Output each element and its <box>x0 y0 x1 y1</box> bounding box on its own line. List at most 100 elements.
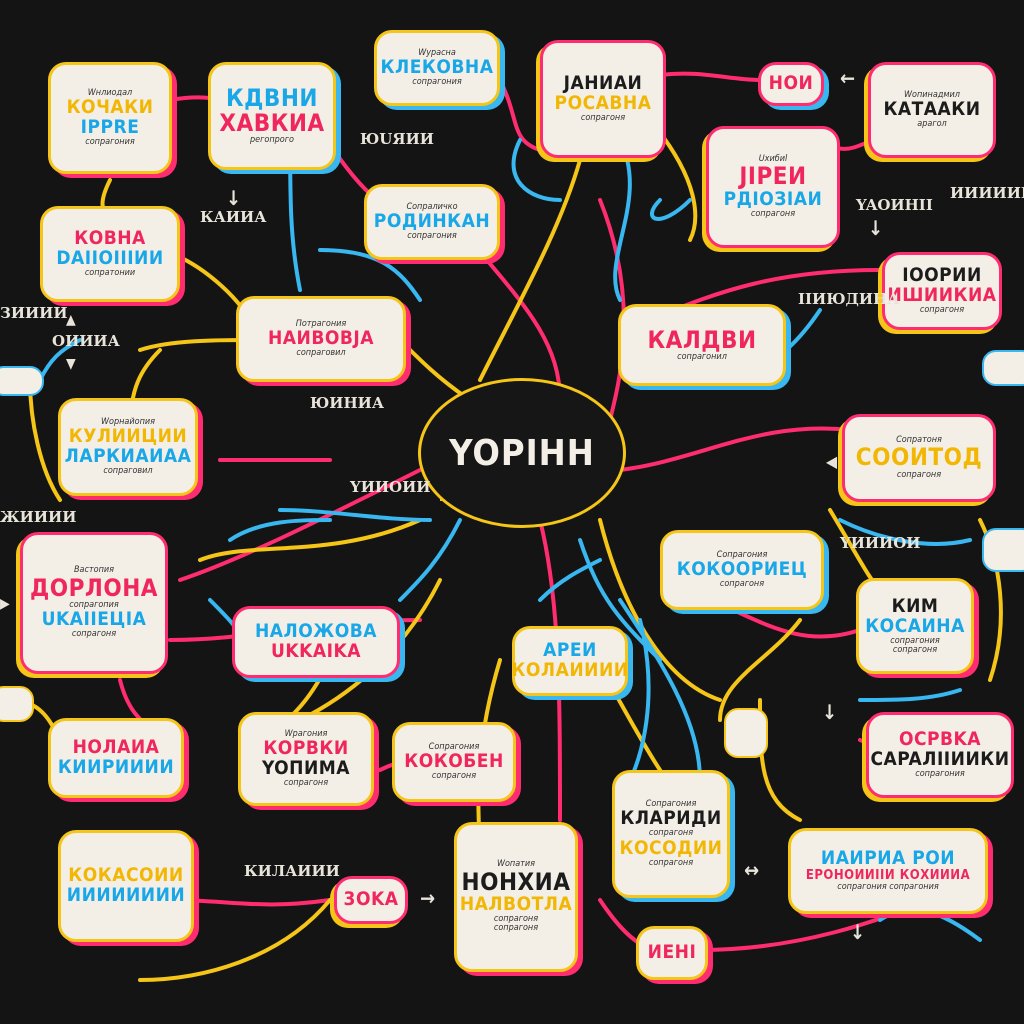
node-title-2: UKAIIEЦIA <box>41 608 147 631</box>
floating-label: ИИИИИИИ <box>950 184 1024 202</box>
node-apei[interactable]: APEИ КОЛАИИИИ <box>511 626 628 696</box>
node-title-2: ХАВКИА <box>219 109 325 138</box>
node-title: HOИ <box>768 72 814 95</box>
node-korvki[interactable]: Wрагония КОРВКИ YOПИМA сопрагоня <box>238 712 374 806</box>
floating-label: ЖИИИИ <box>0 508 77 526</box>
arrow-left-small-icon: ◀ <box>826 452 838 471</box>
node-subtitle: сопраговил <box>103 465 153 476</box>
arrow-right-small-icon: ▶ <box>0 596 10 612</box>
arrow-updown-icon: ▲ <box>66 312 76 328</box>
node-kuliitsii[interactable]: Wорнайопия КУЛИИЦИИ ЛАРКИАИАА сопраговил <box>58 398 198 496</box>
node-subtitle: сопратонии <box>84 268 136 279</box>
node-small-text: Сопраличко <box>406 201 458 212</box>
edge-pill-center <box>724 708 768 758</box>
node-title: КИМ <box>891 594 939 617</box>
node-klaridi[interactable]: Сопрагония КЛАРИДИ сопрагоня КОСОДИИ соп… <box>612 770 730 898</box>
node-small-text: Сопрагония <box>716 549 768 560</box>
node-subtitle: сопрагоня <box>431 770 477 781</box>
node-subtitle: сопрагоня <box>919 305 965 316</box>
node-title: КАТААКИ <box>883 98 981 121</box>
node-title: КЛЕКОВНА <box>380 56 494 79</box>
node-hoi[interactable]: HOИ <box>758 62 824 106</box>
node-small-text: Сопрагония <box>428 741 480 752</box>
floating-label: YИИОИИ <box>350 478 431 496</box>
node-subtitle: арагол <box>917 118 947 129</box>
node-ioopii[interactable]: IOOPИИ ИШИИКИА сопрагоня <box>882 252 1002 330</box>
floating-label: ЮUЯИИ <box>360 130 434 148</box>
node-title: КОЧАКИ <box>66 96 154 119</box>
node-subtitle: сопрагония <box>85 136 135 147</box>
node-honxia[interactable]: Wопатия HOHXИA HAЛBOTЛA сопрагоня сопраг… <box>454 822 578 972</box>
node-title-2: ИИИИИИИИ <box>66 884 186 906</box>
node-small-text: Wнлиодал <box>87 87 133 98</box>
node-kaldvi[interactable]: КАЛДВИ сопрагонил <box>618 304 786 386</box>
node-title-2: EPOHOИИIIИ КОХИИИА <box>805 868 971 884</box>
node-title: КОКООРИЕЦ <box>676 558 808 581</box>
node-title-2: КИИPИИИИ <box>57 756 175 778</box>
hub-label: YOPIHH <box>449 432 595 474</box>
node-subtitle: сопрагоня <box>750 208 796 219</box>
node-kdvni[interactable]: КДВНИ ХАВКИА регопрого <box>208 62 336 170</box>
node-iaipia-poi[interactable]: ИAИPИA POИ EPOHOИИIIИ КОХИИИА сопрагония… <box>788 828 988 914</box>
node-holaia[interactable]: HOЛAИA КИИPИИИИ <box>48 718 184 798</box>
node-ocpbka[interactable]: OCPBKA CAPAЛIIИИКИ сопрагония <box>866 712 1014 798</box>
node-subtitle: сопрагония <box>407 230 457 241</box>
node-kokoorets[interactable]: Сопрагония КОКООРИЕЦ сопрагоня <box>660 530 824 610</box>
edge-pill-right-top <box>982 350 1024 386</box>
node-subtitle-2: сопрагоня <box>71 629 117 640</box>
node-small-text: Сопрагония <box>645 798 697 809</box>
node-subtitle: сопрагоня <box>493 913 539 924</box>
node-title: ИAИPИA POИ <box>820 847 956 870</box>
node-subtitle-2: сопрагоня <box>892 644 938 655</box>
node-subtitle: сопрагония <box>915 769 965 780</box>
node-subtitle: сопрагоня <box>648 828 694 839</box>
node-title: POДИНКАН <box>373 210 491 233</box>
node-zoka[interactable]: 3OKA <box>334 876 408 924</box>
node-janiai[interactable]: JAHИAИ POCABHA сопрагоня <box>540 40 666 158</box>
node-title: КУЛИИЦИИ <box>68 425 188 448</box>
node-jipei[interactable]: Uхибиl JIPEИ PДIОЗIAИ сопрагоня <box>706 126 840 248</box>
node-kim[interactable]: КИМ КОСАИНА сопрагония сопрагоня <box>856 578 974 674</box>
floating-label: ОИИИА <box>52 332 120 350</box>
node-podinkan[interactable]: Сопраличко POДИНКАН сопрагония <box>364 184 500 260</box>
node-subtitle: сопрагоня <box>896 469 942 480</box>
node-small-text: Wрагония <box>284 728 328 739</box>
node-kataaki[interactable]: Wопинадмил КАТААКИ арагол <box>868 62 996 158</box>
node-title-2: IPPRE <box>80 116 140 138</box>
node-title-2: POCABHA <box>554 92 652 115</box>
node-subtitle-2: сопрагоня <box>493 923 539 934</box>
node-title: КОКАСОИИ <box>68 864 184 887</box>
node-halozhova[interactable]: HAЛOЖOBA UKKAIKA <box>232 606 400 678</box>
floating-label: КИЛАИИИ <box>244 862 340 880</box>
node-title: КОРВКИ <box>263 737 349 760</box>
node-title: HAИВОВJA <box>267 327 374 350</box>
node-iehi[interactable]: ИEHI <box>636 926 708 980</box>
node-subtitle: сопрагоня <box>719 578 765 589</box>
node-title: JIPEИ <box>739 162 807 191</box>
node-haivovja[interactable]: Потрагония HAИВОВJA сопраговил <box>236 296 406 382</box>
node-kokasoii[interactable]: КОКАСОИИ ИИИИИИИИ <box>58 830 194 942</box>
node-subtitle: сопрагоня <box>283 777 329 788</box>
node-title: IOOPИИ <box>902 264 982 287</box>
node-title: 3OKA <box>343 888 399 911</box>
arrow-down-icon: ↓ <box>226 186 242 210</box>
node-small-text: Потрагония <box>295 318 347 329</box>
node-subtitle: сопрагопия <box>69 599 119 610</box>
node-subtitle: сопрагоня <box>580 113 626 124</box>
node-title-2: PДIОЗIAИ <box>723 187 823 210</box>
node-title: OCPBKA <box>898 728 982 751</box>
arrow-down-icon: ↓ <box>850 920 866 944</box>
node-kovna[interactable]: КОВНА DAIIOIIIИИ сопратонии <box>40 206 180 302</box>
node-kochaki[interactable]: Wнлиодал КОЧАКИ IPPRE сопрагония <box>48 62 172 174</box>
node-title: ИEHI <box>647 941 697 964</box>
node-subtitle: регопрого <box>250 135 294 146</box>
node-kokoben[interactable]: Сопрагония КОКОБЕН сопрагоня <box>392 722 516 802</box>
node-title-2: YOПИМA <box>261 757 351 779</box>
central-hub-node[interactable]: YOPIHH <box>418 378 626 528</box>
node-title-2: HAЛBOTЛA <box>459 892 573 915</box>
arrow-left-icon: ← <box>840 66 856 90</box>
node-klekovna[interactable]: Wурасна КЛЕКОВНА сопрагония <box>374 30 500 106</box>
node-dorlona[interactable]: Вастопия ДOPЛOHA сопрагопия UKAIIEЦIA со… <box>20 532 168 674</box>
arrow-down-icon: ↓ <box>868 216 884 240</box>
node-cooitod[interactable]: Сопратоня COOИTOД сопрагоня <box>842 414 996 502</box>
